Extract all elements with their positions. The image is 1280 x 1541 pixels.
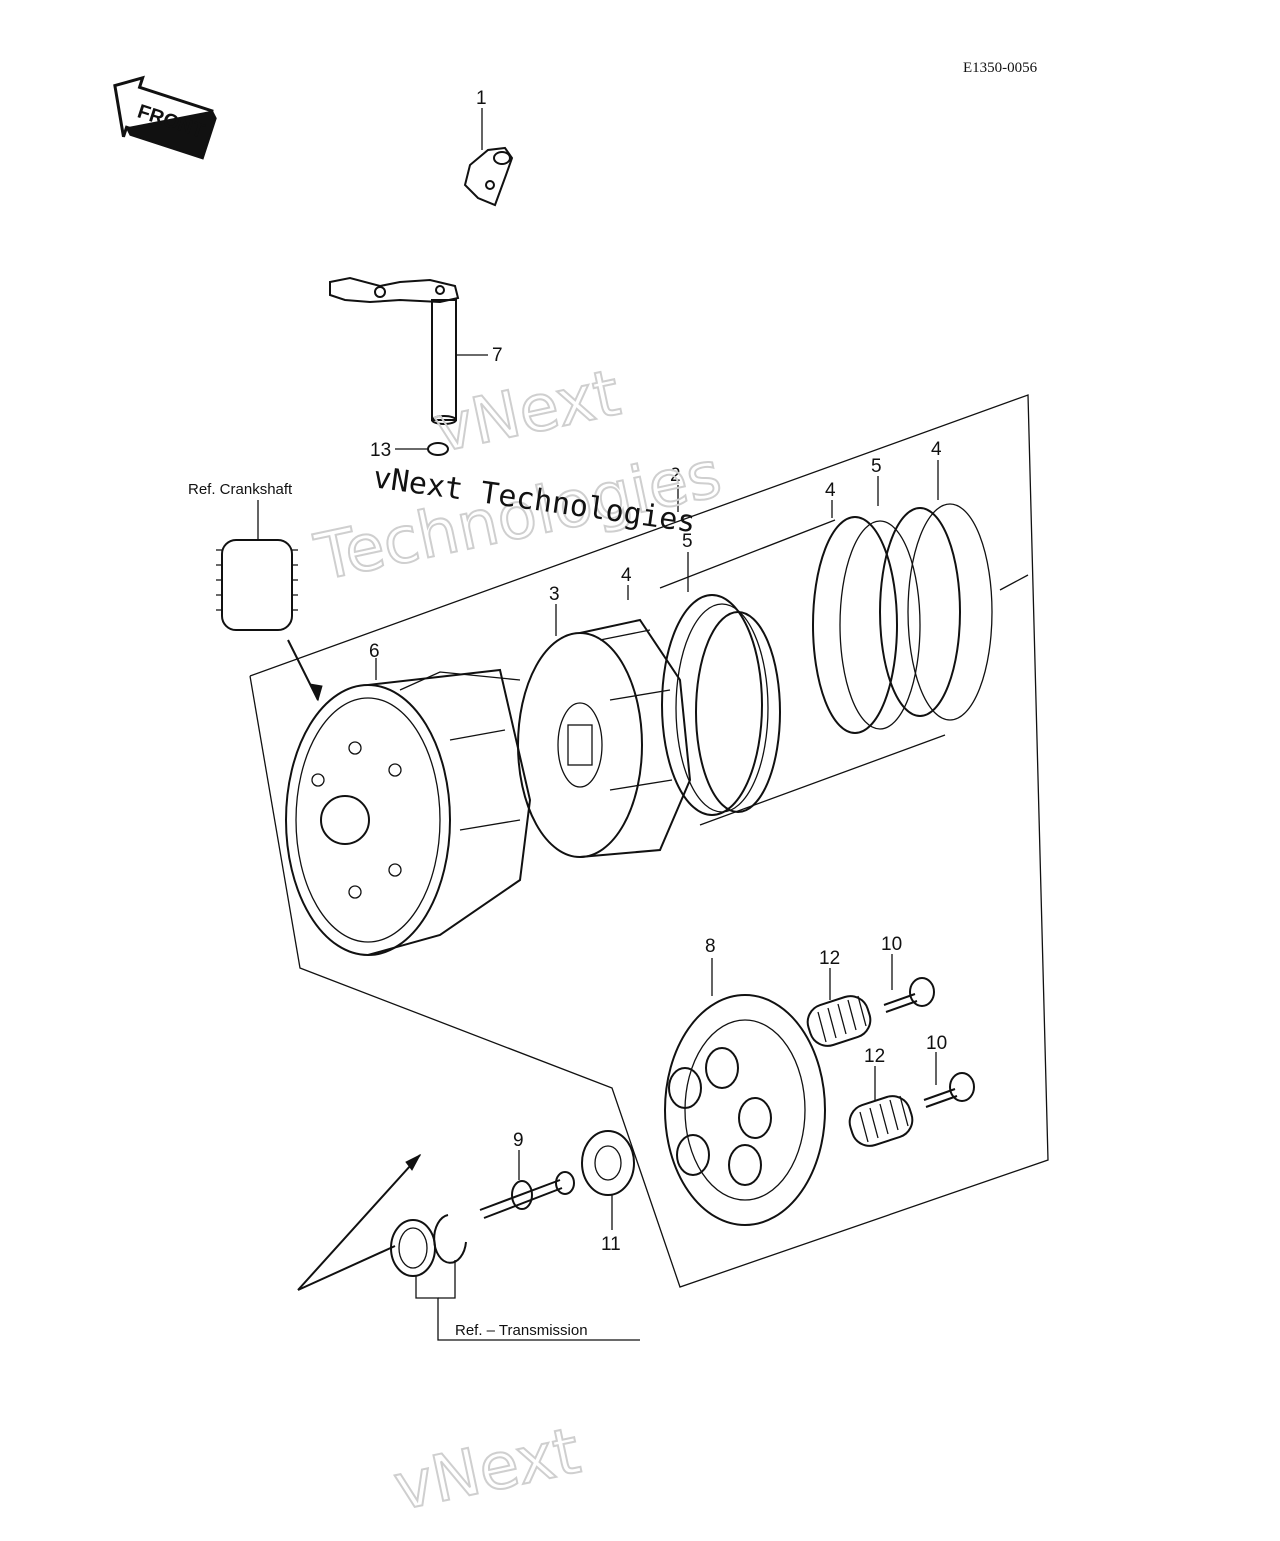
front-arrow-icon: FRONT bbox=[113, 75, 217, 160]
callout-6: 6 bbox=[369, 641, 380, 662]
part-6-clutch-housing bbox=[285, 658, 532, 956]
callout-12-upper: 12 bbox=[819, 948, 840, 969]
callout-3: 3 bbox=[549, 584, 560, 605]
callout-4-middle: 4 bbox=[621, 565, 632, 586]
part-11-bearing bbox=[581, 1130, 635, 1230]
transmission-rings bbox=[297, 1153, 640, 1341]
callout-5-right: 5 bbox=[871, 456, 882, 477]
callout-5-middle: 5 bbox=[682, 531, 693, 552]
crankshaft-gear bbox=[216, 500, 323, 702]
part-1-bracket bbox=[463, 108, 514, 207]
callout-7: 7 bbox=[492, 345, 503, 366]
callout-13: 13 bbox=[370, 440, 391, 461]
diagram-code: E1350-0056 bbox=[963, 60, 1038, 76]
callout-12-lower: 12 bbox=[864, 1046, 885, 1067]
watermark-line1: vNext bbox=[428, 356, 626, 467]
callout-2: 2 bbox=[670, 465, 681, 486]
part-9-push-rod bbox=[479, 1150, 575, 1219]
part-13-washer bbox=[395, 442, 449, 456]
part-3-clutch-hub bbox=[517, 604, 692, 858]
part-10-bolt-lower bbox=[923, 1052, 975, 1108]
callout-11: 11 bbox=[601, 1234, 621, 1255]
part-8-pressure-plate bbox=[664, 958, 826, 1226]
ref-transmission-label: Ref. – Transmission bbox=[455, 1322, 588, 1339]
part-10-bolt-upper bbox=[883, 954, 935, 1013]
plates-group-middle bbox=[627, 519, 946, 826]
plates-group-right bbox=[812, 460, 1029, 734]
callout-10-lower: 10 bbox=[926, 1033, 947, 1054]
part-12-spring-upper bbox=[806, 968, 872, 1047]
watermark-bottom: vNext bbox=[388, 1414, 586, 1525]
assembly-outline bbox=[249, 394, 1049, 1288]
part-12-spring-lower bbox=[848, 1066, 914, 1147]
part-7-release-shaft bbox=[329, 276, 488, 425]
callout-4-right: 4 bbox=[825, 480, 836, 501]
callout-4-outer: 4 bbox=[931, 439, 942, 460]
callout-9: 9 bbox=[513, 1130, 524, 1151]
callout-1: 1 bbox=[476, 88, 487, 109]
callout-10-upper: 10 bbox=[881, 934, 902, 955]
ref-crankshaft-label: Ref. Crankshaft bbox=[188, 481, 293, 498]
callout-8: 8 bbox=[705, 936, 716, 957]
